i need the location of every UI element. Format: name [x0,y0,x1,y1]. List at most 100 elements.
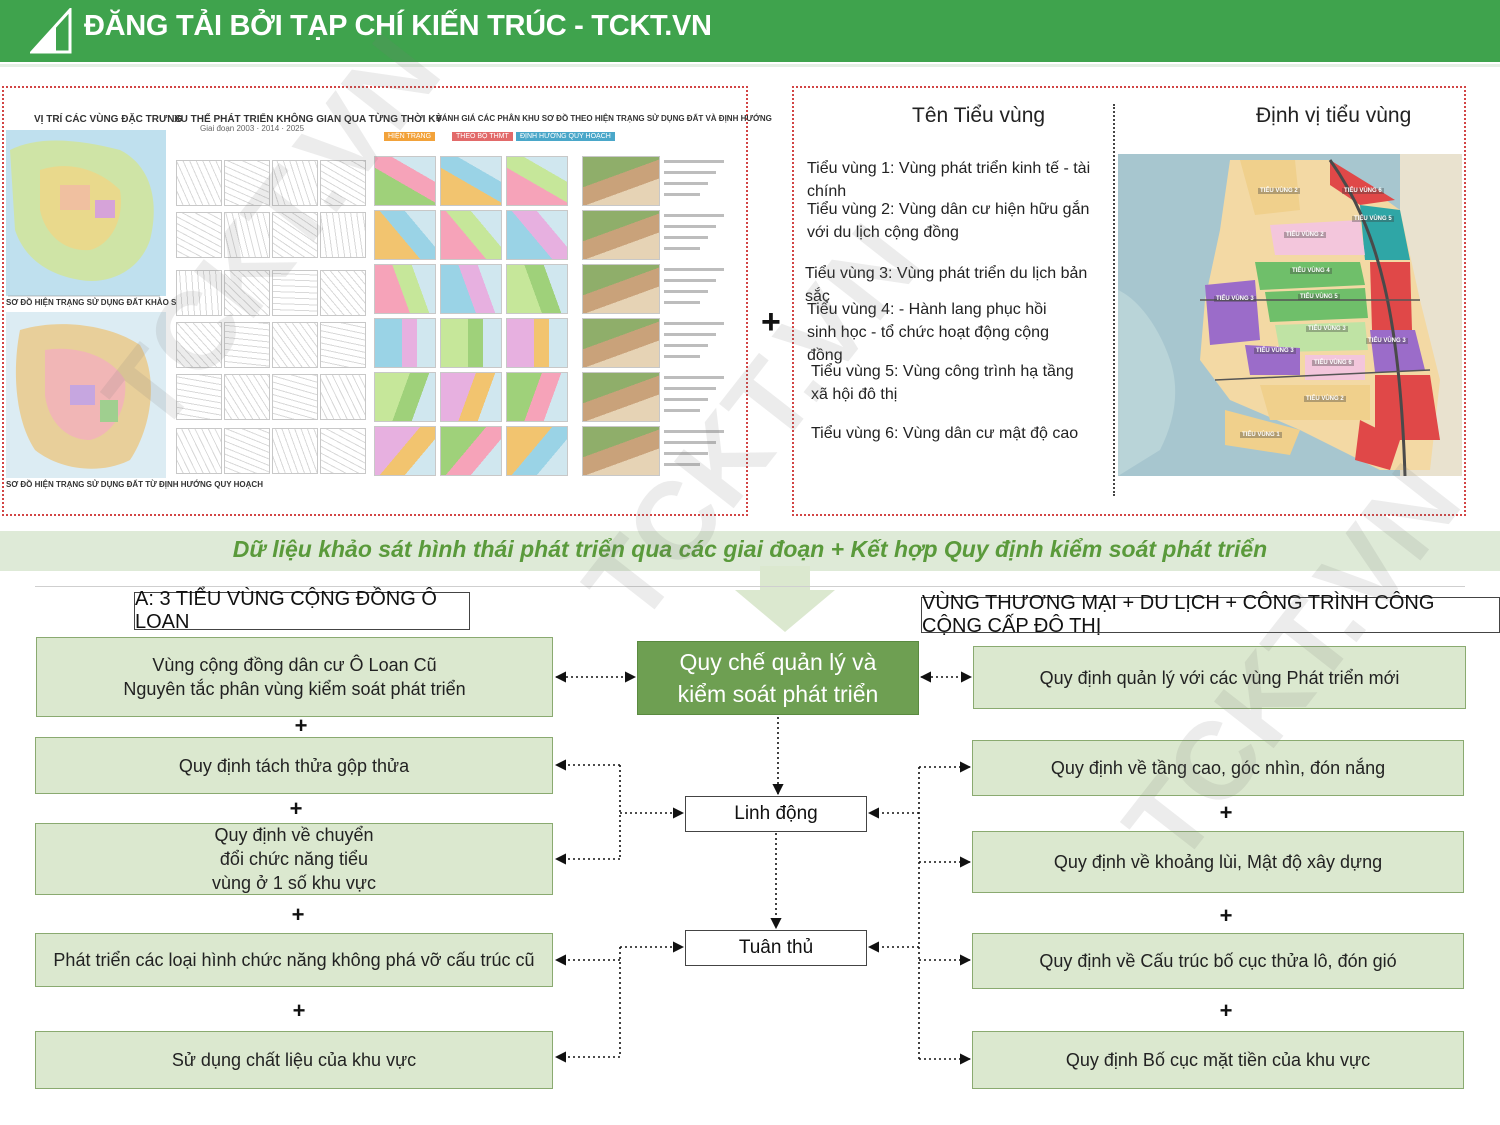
land-use-thumbnail [506,264,568,314]
3d-model-thumbnail [582,372,660,422]
zone-4: Tiểu vùng 4: - Hành lang phục hồi sinh h… [807,301,1049,364]
land-use-thumbnail [440,372,502,422]
sketch-thumbnail [272,374,318,420]
land-use-thumbnail [440,426,502,476]
note-line [664,279,716,282]
note-line [664,247,700,250]
3d-model-thumbnail [582,426,660,476]
subzone-panel [792,86,1466,516]
note-line [664,322,724,325]
land-use-thumbnail [374,210,436,260]
sketch-thumbnail [320,374,366,420]
sketch-thumbnail [272,322,318,368]
sketch-thumbnail [224,428,270,474]
plus-sign: + [291,902,305,927]
plus-sign: + [1219,800,1233,825]
tag-theory: THEO BỘ THMT [452,132,513,141]
center-regulation-box: Quy chế quản lý và kiểm soát phát triển [637,641,919,715]
subzone-map-label: TIỂU VÙNG 5 [1352,216,1394,222]
plus-sign: + [1219,998,1233,1023]
right-box-4: Quy định về Cấu trúc bố cục thửa lô, đón… [972,933,1464,989]
note-line [664,214,724,217]
subzone-map-label: TIỂU VÙNG 1 [1240,432,1282,438]
panel-col1-title: VỊ TRÍ CÁC VÙNG ĐẶC TRƯNG [34,114,183,125]
summary-band [0,531,1500,571]
land-use-thumbnail [440,318,502,368]
col-name-heading: Tên Tiểu vùng [912,104,1046,127]
plus-sign: + [294,713,308,738]
note-line [664,171,716,174]
sketch-thumbnail [176,160,222,206]
land-use-thumbnail [506,426,568,476]
zone-3: Tiểu vùng 3: Vùng phát triển du lịch bản… [805,265,1088,305]
col-location-heading: Định vị tiểu vùng [1256,104,1412,127]
note-line [664,225,716,228]
flexible-box: Linh động [685,796,867,832]
plus-sign: + [761,303,781,341]
subzone-map-label: TIỂU VÙNG 5 [1298,294,1340,300]
right-box-5: Quy định Bố cục mặt tiền của khu vực [972,1031,1464,1089]
3d-model-thumbnail [582,264,660,314]
zone-5: Tiểu vùng 5: Vùng công trình hạ tầng xã … [811,363,1074,403]
note-line [664,376,724,379]
3d-model-thumbnail [582,210,660,260]
panel-col3-title: ĐÁNH GIÁ CÁC PHÂN KHU SƠ ĐỒ THEO HIỆN TR… [436,114,772,123]
note-line [664,430,724,433]
note-line [664,409,700,412]
land-use-thumbnail [440,210,502,260]
sketch-thumbnail [272,160,318,206]
land-use-thumbnail [440,264,502,314]
note-line [664,236,708,239]
zone-6: Tiểu vùng 6: Vùng dân cư mật độ cao [811,425,1079,442]
subzone-map-label: TIỂU VÙNG 6 [1342,188,1384,194]
note-line [664,398,708,401]
sketch-thumbnail [176,428,222,474]
left-box-2: Quy định tách thửa gộp thửa [35,737,553,794]
panel-col2-subtitle: Giai đoạn 2003 · 2014 · 2025 [200,124,305,133]
note-line [664,355,700,358]
note-line [664,452,708,455]
left-box-4: Phát triển các loại hình chức năng không… [35,933,553,987]
3d-model-thumbnail [582,318,660,368]
land-use-thumbnail [374,264,436,314]
left-box-3: Quy định về chuyển đổi chức năng tiểu vù… [35,823,553,895]
land-use-thumbnail [440,156,502,206]
sketch-thumbnail [320,322,366,368]
zone-2: Tiểu vùng 2: Vùng dân cư hiện hữu gắn vớ… [807,201,1090,241]
summary-band-text: Dữ liệu khảo sát hình thái phát triển qu… [232,536,1268,562]
subzone-map-label: TIỂU VÙNG 2 [1304,396,1346,402]
subzone-map-label: TIỂU VÙNG 4 [1290,268,1332,274]
comply-box: Tuân thủ [685,930,867,966]
note-line [664,387,716,390]
sketch-thumbnail [176,322,222,368]
center-regulation-label: Quy chế quản lý và kiểm soát phát triển [677,649,879,707]
land-use-thumbnail [506,156,568,206]
note-line [664,344,708,347]
plus-sign: + [289,796,303,821]
panel-col2-title: XU THẾ PHÁT TRIỂN KHÔNG GIAN QUA TỪNG TH… [174,114,443,125]
sketch-thumbnail [272,428,318,474]
subzone-map-label: TIỂU VÙNG 3 [1366,338,1408,344]
3d-model-thumbnail [582,156,660,206]
tag-current: HIỆN TRẠNG [384,132,436,141]
note-line [664,160,724,163]
left-box-5: Sử dụng chất liệu của khu vực [35,1031,553,1089]
sketch-thumbnail [224,374,270,420]
sketch-thumbnail [320,270,366,316]
note-line [664,268,724,271]
tag-plan: ĐỊNH HƯỚNG QUY HOẠCH [516,132,615,141]
right-box-2: Quy định về tầng cao, góc nhìn, đón nắng [972,740,1464,796]
left-box-1: Vùng cộng đồng dân cư Ô Loan Cũ Nguyên t… [36,637,553,717]
note-line [664,182,708,185]
sketch-thumbnail [320,160,366,206]
right-box-3: Quy định về khoảng lùi, Mật độ xây dựng [972,831,1464,893]
divider [35,586,1465,587]
subzone-map-label: TIỂU VÙNG 2 [1284,232,1326,238]
header-bar [0,0,1500,62]
sketch-thumbnail [176,270,222,316]
sketch-thumbnail [272,270,318,316]
land-use-thumbnail [374,156,436,206]
land-use-thumbnail [374,318,436,368]
note-line [664,333,716,336]
land-use-thumbnail [374,372,436,422]
